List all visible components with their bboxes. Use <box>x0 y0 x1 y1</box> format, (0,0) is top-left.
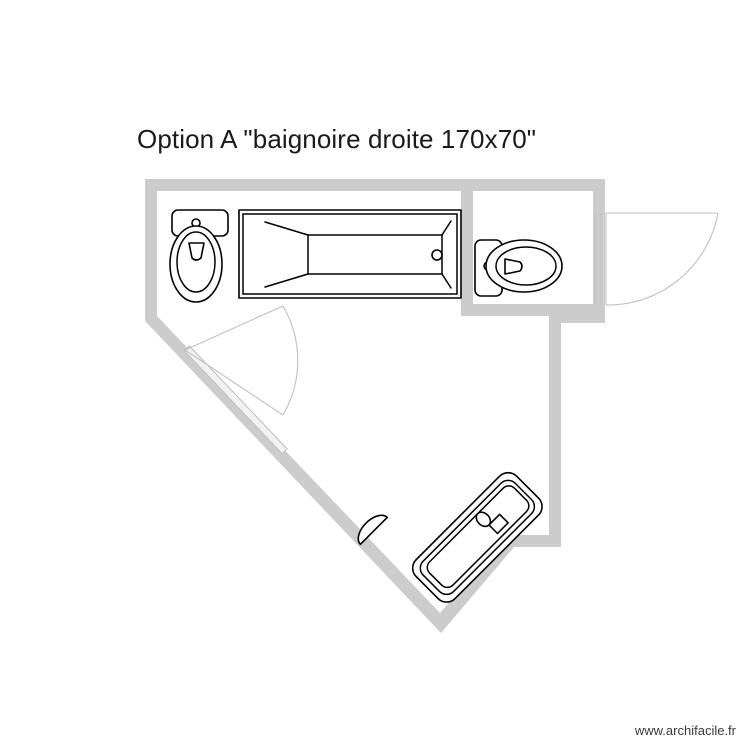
toilet-right[interactable] <box>474 239 563 297</box>
bathtub-main-inner-rim <box>242 213 458 295</box>
toilet-right-valve <box>504 258 523 275</box>
door-entry-right[interactable] <box>595 212 719 306</box>
toilet-left-bowl-inner <box>176 231 216 293</box>
bathtub-main-taper-top-left <box>264 221 309 236</box>
wall-basin[interactable] <box>353 510 389 546</box>
toilet-left[interactable] <box>169 209 229 303</box>
bathtub-main[interactable] <box>238 209 462 299</box>
page-title: Option A "baignoire droite 170x70" <box>137 124 537 154</box>
wall-basin-bowl <box>357 514 389 546</box>
bathtub-main-drain <box>431 249 443 261</box>
partition-wall-alcove <box>461 186 473 316</box>
door-leaf-end-line <box>184 349 284 416</box>
bathtub-main-taper-top-right <box>441 220 452 236</box>
toilet-right-bowl-outer <box>485 239 563 293</box>
bathtub-corner[interactable] <box>408 468 547 607</box>
door-swing-arc <box>605 212 719 306</box>
toilet-right-bowl-inner <box>495 246 557 286</box>
bathtub-corner-outer-rim <box>411 471 543 603</box>
alcove-bottom-wall <box>461 304 605 316</box>
bathtub-corner-basin <box>426 485 530 589</box>
door-swing-arc-diagonal-curve <box>282 305 299 416</box>
watermark-archifacile: www.archifacile.fr <box>634 723 736 738</box>
door-diagonal[interactable] <box>183 305 299 455</box>
door-leaf-panel <box>183 345 288 455</box>
toilet-left-valve <box>188 242 205 261</box>
bathtub-corner-faucet <box>488 513 509 535</box>
bathtub-main-taper-bottom-right <box>441 273 452 289</box>
toilet-left-bowl-outer <box>169 225 223 303</box>
door-swing-arc-diagonal <box>184 305 284 351</box>
bathtub-corner-inner-rim <box>419 479 536 596</box>
bathtub-main-taper-bottom-left <box>264 273 309 288</box>
